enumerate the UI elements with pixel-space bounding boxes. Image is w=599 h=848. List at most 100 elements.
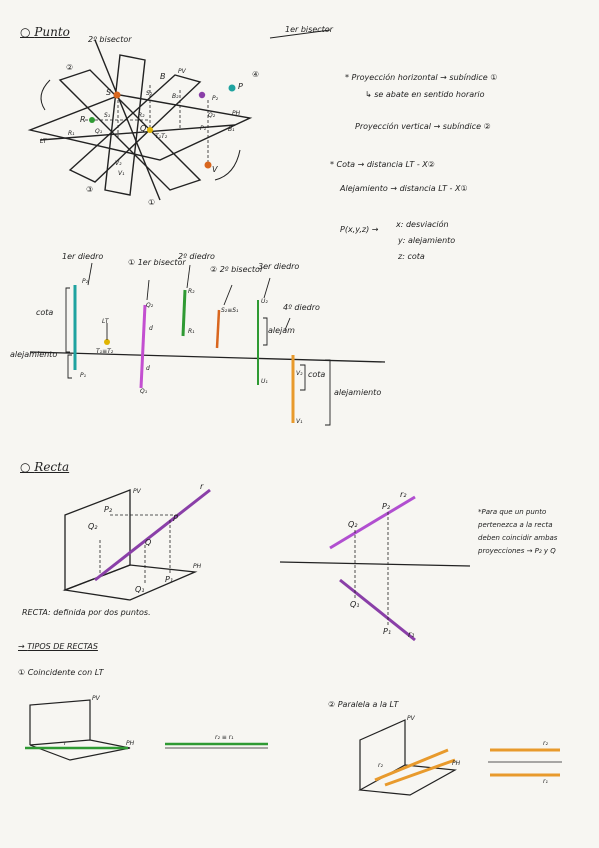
dp-r2: R₂ xyxy=(188,288,195,295)
tipo2-planes xyxy=(358,719,457,796)
alejamiento-right: alejamiento xyxy=(334,388,382,397)
bisector-2-label: ② 2º bisector xyxy=(210,265,264,274)
bar-r xyxy=(181,289,187,337)
tipo1-r: r xyxy=(64,740,67,747)
heading-recta: ○ Recta xyxy=(20,460,70,474)
tipo2-label: ② Paralela a la LT xyxy=(328,700,399,709)
proj-r1: R₁ xyxy=(68,130,75,137)
recta-p2-3d: P₂ xyxy=(104,505,113,514)
point-r xyxy=(89,117,95,123)
recta-note-2: pertenezca a la recta xyxy=(478,521,553,529)
point-s xyxy=(113,91,121,99)
coord-x: x: desviación xyxy=(396,220,449,229)
note-5: Alejamiento → distancia LT - X① xyxy=(340,184,468,193)
arrow-quadrant-4 xyxy=(214,149,241,181)
label-pv: PV xyxy=(178,68,186,75)
dp-u2: U₂ xyxy=(261,298,268,305)
note-1: * Proyección horizontal → subíndice ① xyxy=(345,73,498,82)
bisector-1-label: ① 1er bisector xyxy=(128,258,186,267)
point-t xyxy=(104,339,110,345)
label-point-s: S xyxy=(106,88,112,97)
coord-y: y: alejamiento xyxy=(398,236,456,245)
diedro-3-label: 3er diedro xyxy=(258,262,300,271)
proj-t: T₁T₂ xyxy=(155,133,168,140)
dp-v1: V₁ xyxy=(296,418,303,425)
recta-q2-2d: Q₂ xyxy=(348,520,358,529)
note-2: ↳ se abate en sentido horario xyxy=(365,90,485,99)
bisector2-label: 2º bisector xyxy=(88,35,132,44)
tipo2-ph: PH xyxy=(452,760,461,767)
arrow-quadrant-2 xyxy=(40,79,51,111)
recta-r-line xyxy=(94,488,211,582)
tipo2-r xyxy=(374,748,449,782)
proj-p2: P₂ xyxy=(212,95,219,102)
recta-p1-3d: P₁ xyxy=(165,575,174,584)
recta-p2-2d: P₂ xyxy=(382,502,391,511)
proj-q2: Q₂ xyxy=(208,112,216,119)
diedros-lt-label: LT xyxy=(102,318,109,325)
recta-p: P xyxy=(173,514,178,523)
recta-r1-label: r₁ xyxy=(408,630,415,639)
alejam-label: alejam xyxy=(268,326,295,335)
label-lt: LT xyxy=(40,138,47,145)
tipo2-r2: r₂ xyxy=(378,762,383,769)
dp-t: T₁≡T₂ xyxy=(96,348,114,355)
quadrant-1: ① xyxy=(148,198,156,207)
bisector1-label: 1er bisector xyxy=(285,25,333,34)
diedros-brackets xyxy=(65,262,331,426)
heading-punto: ○ Punto xyxy=(20,25,70,39)
dp-s: S₂≡S₁ xyxy=(221,307,239,314)
dp-v2: V₂ xyxy=(296,370,303,377)
label-point-q: Q xyxy=(140,124,147,133)
proj-p1: P₁ xyxy=(200,125,207,132)
note-4: * Cota → distancia LT - X② xyxy=(330,160,435,169)
label-point-v: V xyxy=(212,165,218,174)
diedros-lt-line xyxy=(29,351,386,363)
arrow-bisector1 xyxy=(269,29,331,39)
dp-d2: d xyxy=(146,365,150,372)
recta-planes xyxy=(62,489,198,601)
tipo1-ph: PH xyxy=(126,740,135,747)
recta-proj-dashes xyxy=(354,512,389,625)
proj-v2: V₂ xyxy=(115,160,122,167)
point-v xyxy=(204,161,212,169)
diedro-1-label: 1er diedro xyxy=(62,252,104,261)
cota-left: cota xyxy=(36,308,54,317)
proj-b2: B₂ xyxy=(172,93,179,100)
recta-q2-3d: Q₂ xyxy=(88,522,98,531)
proj-v1: V₁ xyxy=(118,170,125,177)
dp-d1: d xyxy=(149,325,153,332)
recta-q: Q xyxy=(145,538,152,547)
dp-p2: P₂ xyxy=(82,278,89,285)
recta-r2-label: r₂ xyxy=(400,490,407,499)
note-3: Proyección vertical → subíndice ② xyxy=(355,122,491,131)
point-q xyxy=(147,127,153,133)
dp-q1: Q₁ xyxy=(140,388,148,395)
point-p xyxy=(228,84,236,92)
recta-note-4: proyecciones → P₂ y Q xyxy=(478,547,556,555)
label-point-p: P xyxy=(238,82,243,91)
recta-dashes xyxy=(99,514,180,585)
bar-q xyxy=(139,304,147,389)
bar-s xyxy=(215,309,221,349)
proj-r2: R₂ xyxy=(138,112,145,119)
recta-note-1: *Para que un punto xyxy=(478,508,547,516)
recta-r: r xyxy=(200,482,204,491)
recta-r2 xyxy=(329,495,416,550)
dp-p1: P₁ xyxy=(80,372,87,379)
quadrant-4: ④ xyxy=(252,70,260,79)
label-point-b: B xyxy=(160,72,166,81)
tipo1-pv: PV xyxy=(92,695,100,702)
recta-r1 xyxy=(339,578,416,642)
dp-r1: R₁ xyxy=(188,328,195,335)
dp-u1: U₁ xyxy=(261,378,268,385)
recta-note-3: deben coincidir ambas xyxy=(478,534,558,542)
proj-b1: B₁ xyxy=(228,126,235,133)
tipo1-label: ① Coincidente con LT xyxy=(18,668,104,677)
recta-q1-2d: Q₁ xyxy=(350,600,360,609)
recta-definition: RECTA: definida por dos puntos. xyxy=(22,608,151,617)
cota-right: cota xyxy=(308,370,326,379)
diedro-4-label: 4º diedro xyxy=(283,303,320,312)
quadrant-3: ③ xyxy=(86,185,94,194)
